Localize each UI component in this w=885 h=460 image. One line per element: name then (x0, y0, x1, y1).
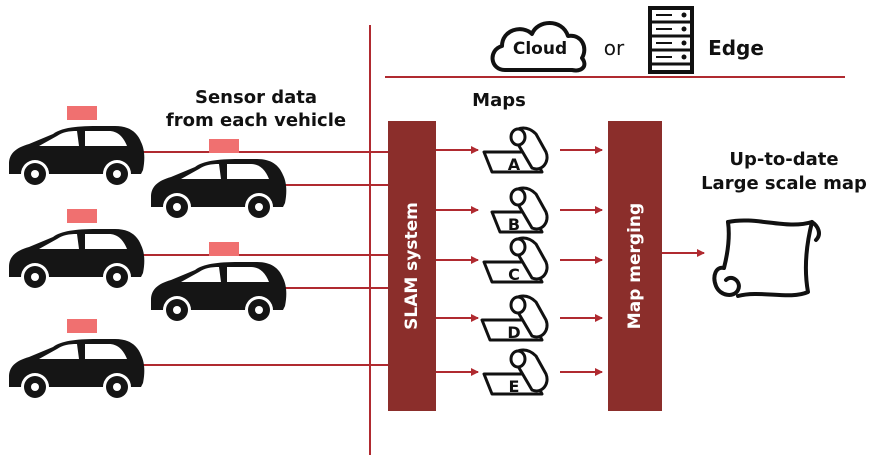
output-map-label-line2: Large scale map (701, 173, 867, 194)
output-map-label: Up-to-date Large scale map (694, 148, 874, 196)
sensor-data-label: Sensor data from each vehicle (158, 86, 354, 132)
sensor-box (209, 242, 239, 256)
map-merging-label: Map merging (625, 202, 645, 330)
slam-system-label: SLAM system (402, 202, 422, 330)
map-tile-letter: E (509, 377, 520, 396)
map-tile-a: A (482, 126, 549, 174)
map-tile-letter: B (508, 215, 520, 234)
vehicle-icon (9, 209, 145, 291)
vehicle-icon (9, 106, 145, 188)
output-map-label-line1: Up-to-date (729, 149, 839, 170)
map-tile-letter: A (508, 155, 521, 174)
cloud-label: Cloud (512, 39, 568, 59)
vehicle-icon (151, 139, 287, 221)
map-tile-e: E (482, 348, 549, 396)
large-map-scroll-icon (712, 218, 821, 298)
sensor-box (67, 319, 97, 333)
sensor-box (67, 209, 97, 223)
sensor-box (209, 139, 239, 153)
map-tile-b: B (490, 186, 549, 234)
server-icon (648, 6, 694, 74)
vehicle-icon (9, 319, 145, 401)
or-label: or (603, 36, 625, 60)
map-tile-c: C (482, 236, 549, 284)
vehicle-icon (151, 242, 287, 324)
map-merging-block (608, 121, 662, 411)
map-tile-letter: C (508, 265, 520, 284)
sensor-data-label-line1: Sensor data (195, 87, 317, 108)
map-tile-d: D (480, 294, 549, 342)
edge-label: Edge (708, 36, 764, 60)
cloud-icon (490, 21, 587, 73)
maps-label: Maps (472, 90, 526, 111)
slam-system-block (388, 121, 436, 411)
sensor-data-label-line2: from each vehicle (165, 110, 347, 131)
map-tile-letter: D (507, 323, 520, 342)
sensor-box (67, 106, 97, 120)
